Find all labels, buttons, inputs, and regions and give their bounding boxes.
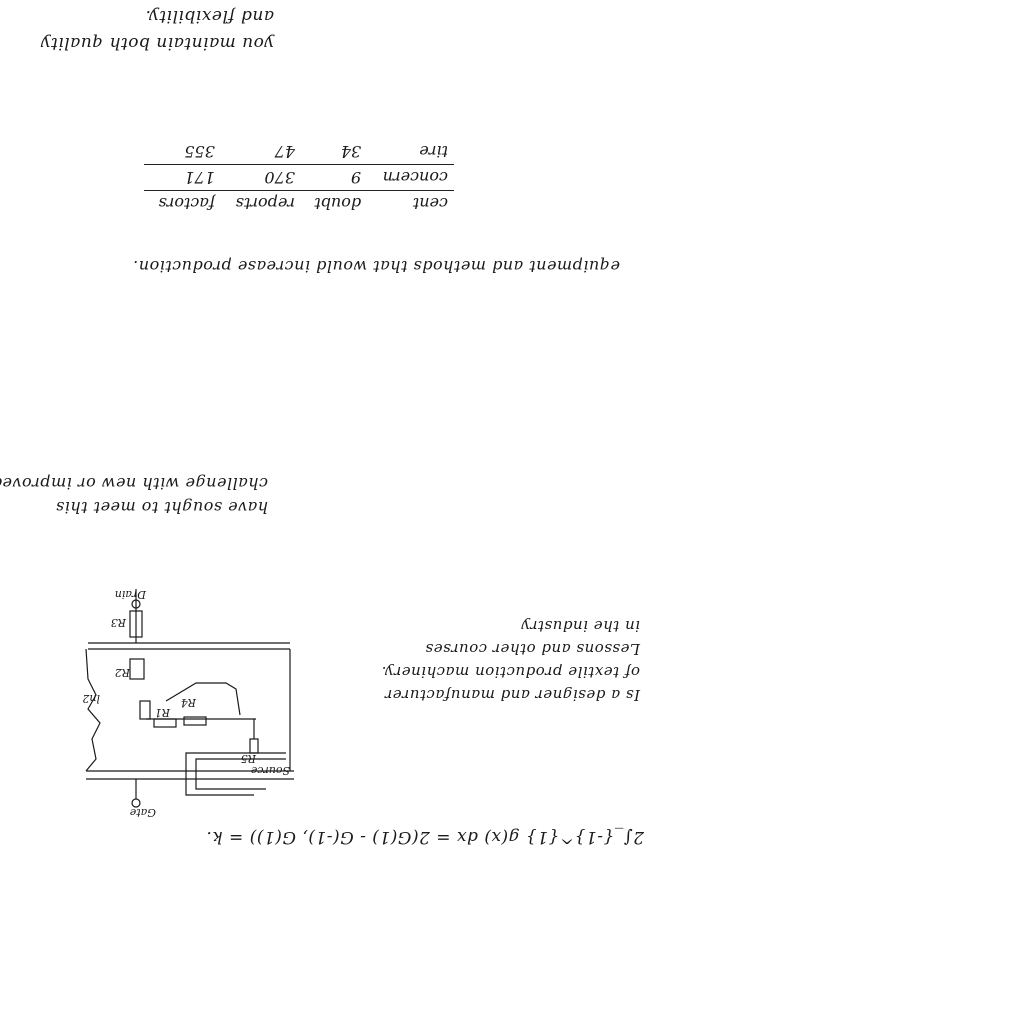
top-note-line-2: and flexibility. xyxy=(145,6,274,26)
right-paragraph-line-2: of textile production machinery. xyxy=(381,663,640,681)
drain-label: Drain xyxy=(115,589,147,601)
r1-label: R1 xyxy=(155,706,171,719)
table-cell: 9 xyxy=(300,164,368,191)
r5-label: R5 xyxy=(241,752,257,765)
r4-label: R4 xyxy=(181,696,197,709)
source-label: Source xyxy=(250,764,290,777)
resistor-r-mid xyxy=(129,658,145,680)
table-row: tire 34 47 355 xyxy=(144,139,454,165)
middle-paragraph-line-2: challenge with new or improved xyxy=(0,474,268,493)
circuit-outline xyxy=(85,648,101,772)
table-cell: 34 xyxy=(340,142,362,161)
table-header-cell: factors xyxy=(144,190,221,216)
resistor-r4 xyxy=(183,716,207,726)
gate-label: Gate xyxy=(129,806,156,819)
circuit-drawing: Gate Source R4 R1 R2 R3 R5 ln2 Drain xyxy=(82,588,294,819)
integral-equation: 2∫_{-1}^{1} g(x) dx = 2(G(1) - G(-1), G(… xyxy=(205,827,644,847)
right-paragraph-line-1: Is a designer and manufacturer xyxy=(384,686,640,704)
circuit-wire xyxy=(185,752,286,796)
table-cell: 47 xyxy=(274,142,295,161)
top-note-line-1: you maintain both quality xyxy=(40,33,274,53)
circuit-wire xyxy=(195,758,286,790)
table-header-row: cent doubt reports factors xyxy=(144,190,454,216)
drain-terminal xyxy=(131,599,141,609)
resistor-r3 xyxy=(129,610,143,638)
resistor-r1 xyxy=(153,718,177,728)
table-cell: concern xyxy=(367,164,454,191)
middle-paragraph: have sought to meet this challenge with … xyxy=(0,471,268,519)
circuit-diagram: Gate Source R4 R1 R2 R3 R5 ln2 Drain xyxy=(76,588,296,819)
table-header-cell: reports xyxy=(220,190,301,216)
table-cell: tire xyxy=(419,142,448,161)
table-cell: 171 xyxy=(144,164,221,191)
table-cell: 355 xyxy=(184,142,215,161)
resistor-source xyxy=(249,738,259,754)
node-label: ln2 xyxy=(82,692,100,705)
right-paragraph: Is a designer and manufacturer of textil… xyxy=(381,614,640,706)
top-note: you maintain both quality and flexibilit… xyxy=(40,2,274,56)
data-table: cent doubt reports factors concern 9 370… xyxy=(144,139,454,216)
table-row: concern 9 370 171 xyxy=(144,164,454,191)
table-cell: 370 xyxy=(220,164,301,191)
table-header-cell: cent xyxy=(367,190,454,216)
table-header-cell: doubt xyxy=(300,190,368,216)
r2-label: R2 xyxy=(115,666,131,679)
right-paragraph-line-4: in the industry xyxy=(520,617,640,635)
circuit-wire xyxy=(165,682,241,716)
middle-paragraph-line-1: have sought to meet this xyxy=(55,498,268,517)
right-paragraph-line-3: Lessons and other courses xyxy=(425,640,640,658)
resistor-r2 xyxy=(139,700,151,720)
r3-label: R3 xyxy=(111,616,127,629)
production-sentence: equipment and methods that would increas… xyxy=(132,257,620,276)
